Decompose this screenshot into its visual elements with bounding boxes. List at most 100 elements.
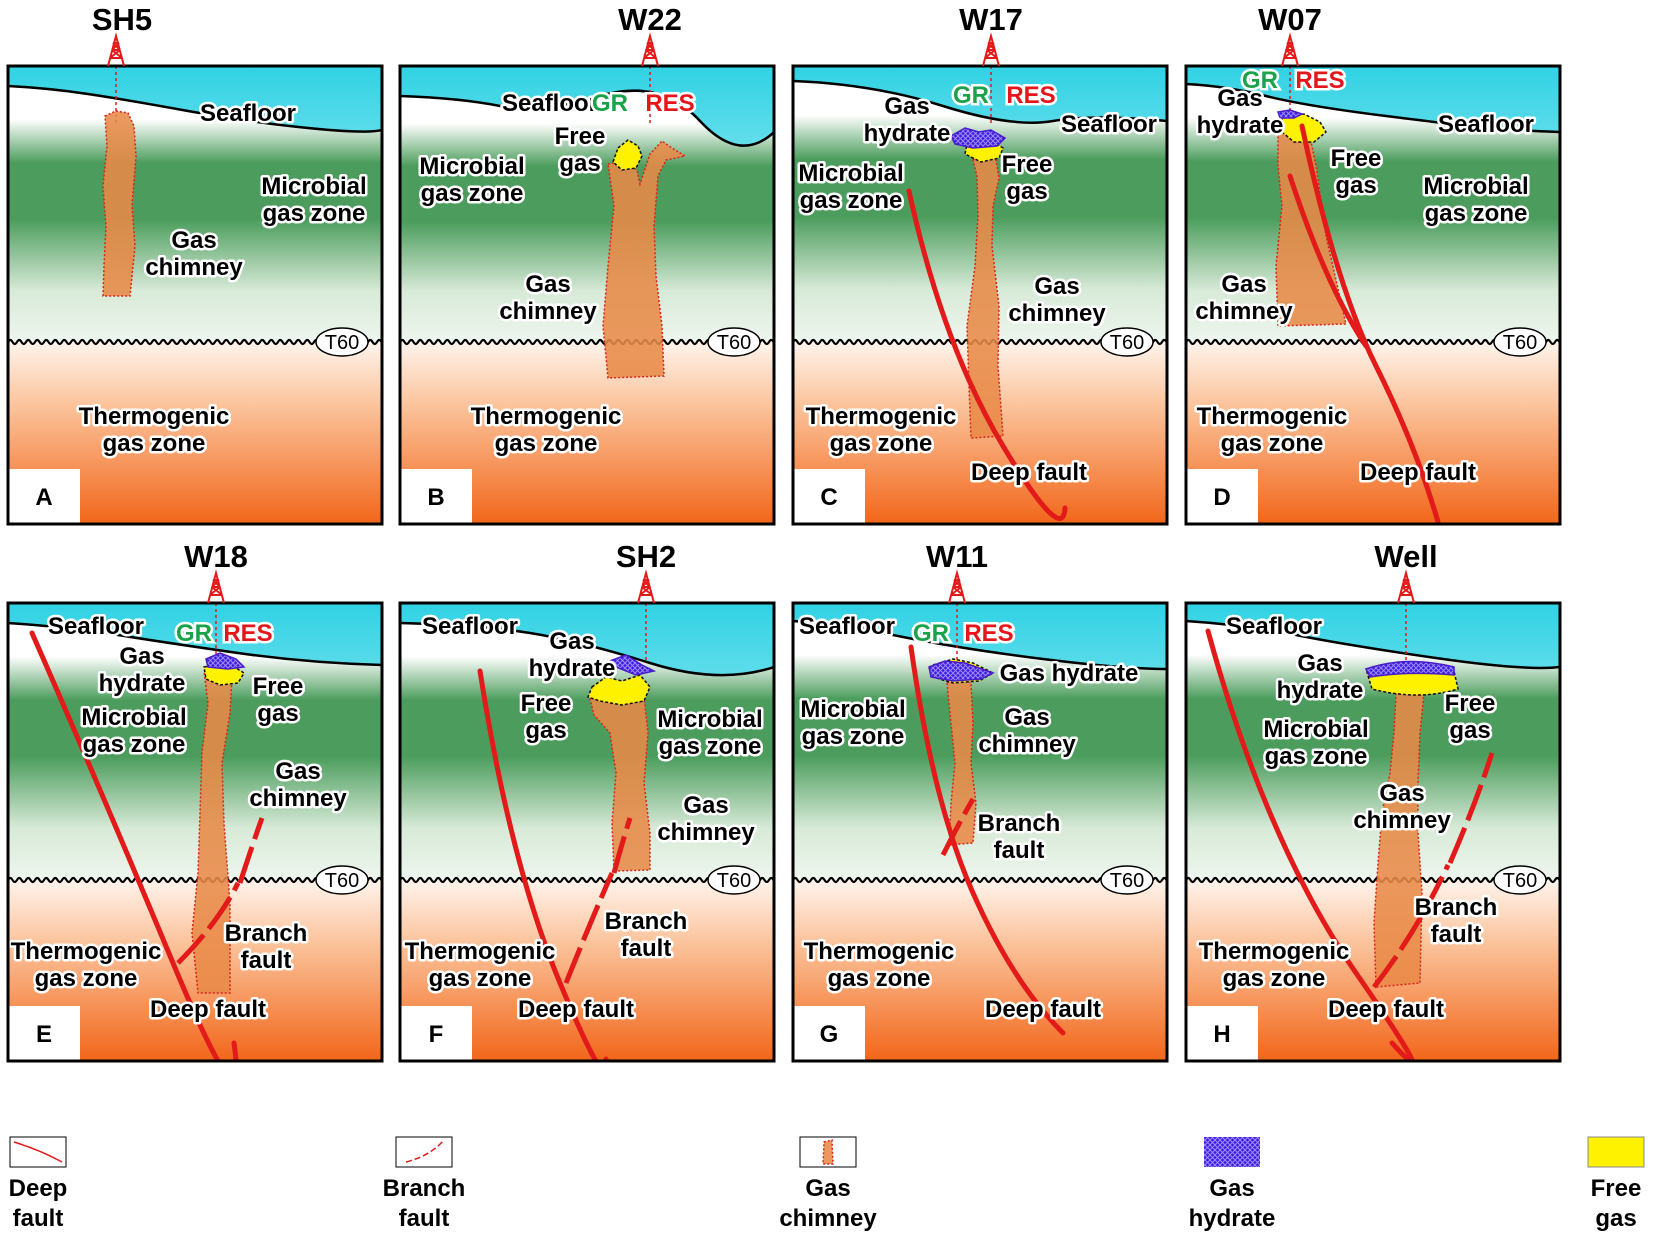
microbial-zone-label-line2: gas zone bbox=[659, 733, 762, 760]
res-log-label: RES bbox=[1295, 67, 1344, 94]
seafloor-line bbox=[793, 79, 1167, 124]
microbial-gas-zone bbox=[8, 623, 382, 880]
seafloor-line bbox=[793, 619, 1167, 671]
gas-hydrate bbox=[950, 127, 1007, 149]
panel-frame bbox=[1184, 601, 1562, 1063]
thermogenic-zone-label-line1: Thermogenic bbox=[806, 403, 957, 430]
panel-letter: B bbox=[427, 484, 444, 511]
panel-letter: E bbox=[36, 1021, 52, 1048]
gas-hydrate-swatch bbox=[1204, 1137, 1260, 1167]
panel-letter-box bbox=[8, 469, 80, 524]
microbial-zone-label-line1: Microbial bbox=[419, 153, 524, 180]
t60-badge bbox=[315, 327, 369, 357]
branch-fault-label-line1: Branch bbox=[225, 920, 308, 947]
legend-label-line2: hydrate bbox=[1189, 1205, 1276, 1232]
free-gas-label-line2: gas bbox=[525, 717, 566, 744]
legend-label-line2: fault bbox=[399, 1205, 450, 1232]
well-name: W18 bbox=[184, 539, 248, 574]
seafloor-line bbox=[1186, 82, 1560, 134]
gas-chimney-swatch bbox=[822, 1139, 834, 1165]
drilling-rig-icon bbox=[107, 35, 125, 67]
panel-frame bbox=[791, 64, 1169, 526]
free-gas-label-line1: Free bbox=[1445, 690, 1496, 717]
thermogenic-zone-label-line2: gas zone bbox=[35, 965, 138, 992]
branch-fault bbox=[237, 817, 265, 884]
deep-fault-label: Deep fault bbox=[971, 459, 1087, 486]
gas-chimney-label-line2: chimney bbox=[1353, 807, 1451, 834]
legend-label-line1: Deep bbox=[9, 1175, 68, 1202]
seafloor-line bbox=[400, 621, 774, 677]
deep-fault-label: Deep fault bbox=[518, 996, 634, 1023]
seafloor-label: Seafloor bbox=[200, 100, 296, 127]
panel-letter-box bbox=[8, 1006, 80, 1061]
thermogenic-zone-label-line2: gas zone bbox=[830, 430, 933, 457]
panel-letter-box bbox=[793, 469, 865, 524]
microbial-gas-zone bbox=[1186, 621, 1560, 880]
panel-letter: G bbox=[820, 1021, 839, 1048]
well-name: Well bbox=[1374, 539, 1437, 574]
free-gas-label-line1: Free bbox=[555, 123, 606, 150]
panel-letter: C bbox=[820, 484, 837, 511]
t60-label: T60 bbox=[1503, 870, 1537, 892]
free-gas-label-line1: Free bbox=[521, 690, 572, 717]
seafloor-label: Seafloor bbox=[502, 90, 598, 117]
gas-chimney-label-line1: Gas bbox=[683, 792, 728, 819]
gas-hydrate-label-line1: Gas bbox=[884, 93, 929, 120]
seafloor-line bbox=[1186, 619, 1560, 670]
gas-hydrate-label-line2: hydrate bbox=[1277, 677, 1364, 704]
gas-chimney-label-line1: Gas bbox=[1004, 704, 1049, 731]
thermogenic-zone-label-line1: Thermogenic bbox=[1199, 938, 1350, 965]
gas-chimney-label-line2: chimney bbox=[499, 298, 597, 325]
branch-fault bbox=[563, 871, 615, 984]
free-gas-label-line2: gas bbox=[559, 150, 600, 177]
panel-letter-box bbox=[793, 1006, 865, 1061]
panel-letter-box bbox=[400, 469, 472, 524]
res-log-label: RES bbox=[223, 620, 272, 647]
deep-fault bbox=[1299, 123, 1441, 524]
drilling-rig-icon bbox=[1281, 35, 1299, 67]
panel-frame bbox=[6, 601, 384, 1063]
free-gas-swatch bbox=[1587, 1136, 1645, 1168]
deep-fault-label: Deep fault bbox=[150, 996, 266, 1023]
thermogenic-zone-label-line1: Thermogenic bbox=[405, 938, 556, 965]
legend-label-line2: gas bbox=[1595, 1205, 1636, 1232]
gas-hydrate bbox=[205, 652, 246, 670]
microbial-zone-label-line2: gas zone bbox=[802, 723, 905, 750]
seafloor-line bbox=[8, 621, 382, 667]
panel-letter-box bbox=[1186, 469, 1258, 524]
legend-label-line2: chimney bbox=[779, 1205, 877, 1232]
well-name: W22 bbox=[618, 2, 682, 37]
branch-fault bbox=[1447, 752, 1495, 864]
t60-label: T60 bbox=[325, 870, 359, 892]
panel-letter-box bbox=[400, 1006, 472, 1061]
gas-chimney-label-line1: Gas bbox=[1379, 780, 1424, 807]
microbial-zone-label-line2: gas zone bbox=[263, 200, 366, 227]
gas-hydrate-label-line1: Gas bbox=[1217, 85, 1262, 112]
t60-label: T60 bbox=[717, 870, 751, 892]
deep-fault-label: Deep fault bbox=[1328, 996, 1444, 1023]
free-gas-label-line2: gas bbox=[257, 700, 298, 727]
gas-chimney-label-line1: Gas bbox=[171, 227, 216, 254]
gas-chimney-label-line1: Gas bbox=[275, 758, 320, 785]
gas-hydrate bbox=[1277, 109, 1304, 119]
thermogenic-zone-label-line2: gas zone bbox=[828, 965, 931, 992]
seafloor-label: Seafloor bbox=[799, 613, 895, 640]
microbial-zone-label-line1: Microbial bbox=[1423, 173, 1528, 200]
microbial-zone-label-line2: gas zone bbox=[83, 731, 186, 758]
free-gas bbox=[612, 139, 643, 171]
gas-chimney-label-line1: Gas bbox=[1221, 271, 1266, 298]
gr-log-label: GR bbox=[913, 620, 949, 647]
gas-hydrate-label-line2: hydrate bbox=[99, 670, 186, 697]
seafloor-label: Seafloor bbox=[1226, 613, 1322, 640]
gas-hydrate-label-line1: Gas bbox=[1297, 650, 1342, 677]
free-gas-label-line1: Free bbox=[1002, 151, 1053, 178]
